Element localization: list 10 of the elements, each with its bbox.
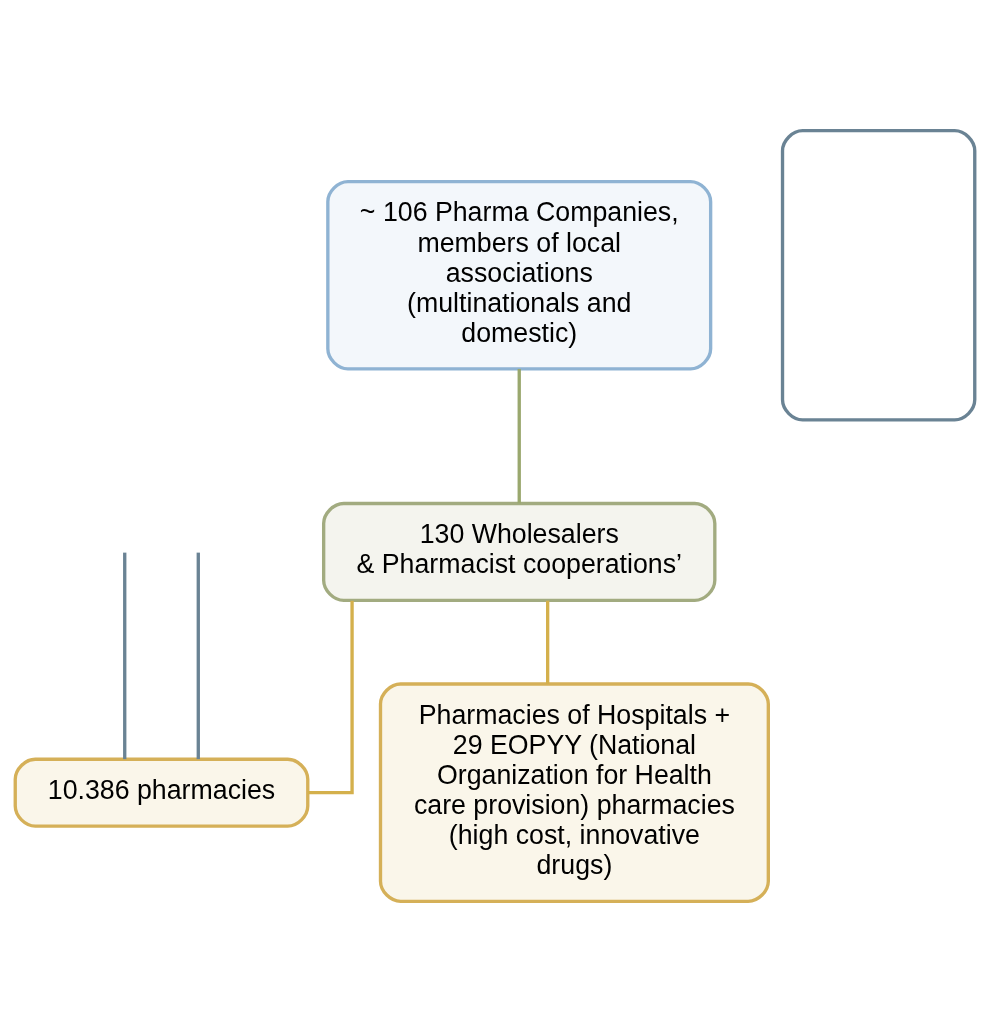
connector: [123, 552, 127, 759]
node-box: Pharmacies of Hospitals + 29 EOPYY (National Organization for Health care provision) pharmacies (high cost, innovative drugs): [378, 681, 770, 903]
connector: [196, 552, 200, 759]
connector: [307, 600, 354, 794]
connector: [517, 368, 521, 503]
node-box: 10.386 pharmacies: [13, 757, 310, 828]
connector: [546, 600, 550, 684]
node-box: 130 Wholesalers & Pharmacist cooperations’: [322, 501, 717, 602]
node-box: [780, 128, 977, 422]
node-box: ~ 106 Pharma Companies, members of local associations (multinationals and domestic): [326, 179, 713, 371]
